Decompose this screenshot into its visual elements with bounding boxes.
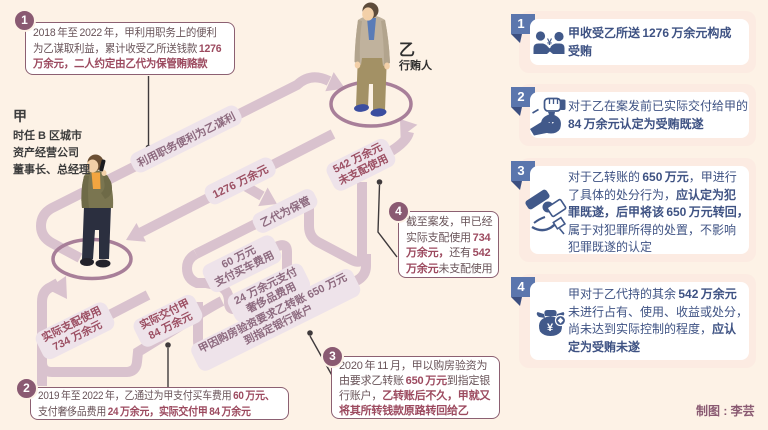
svg-text:¥: ¥ [547,37,553,48]
svg-text:¥: ¥ [547,322,554,334]
